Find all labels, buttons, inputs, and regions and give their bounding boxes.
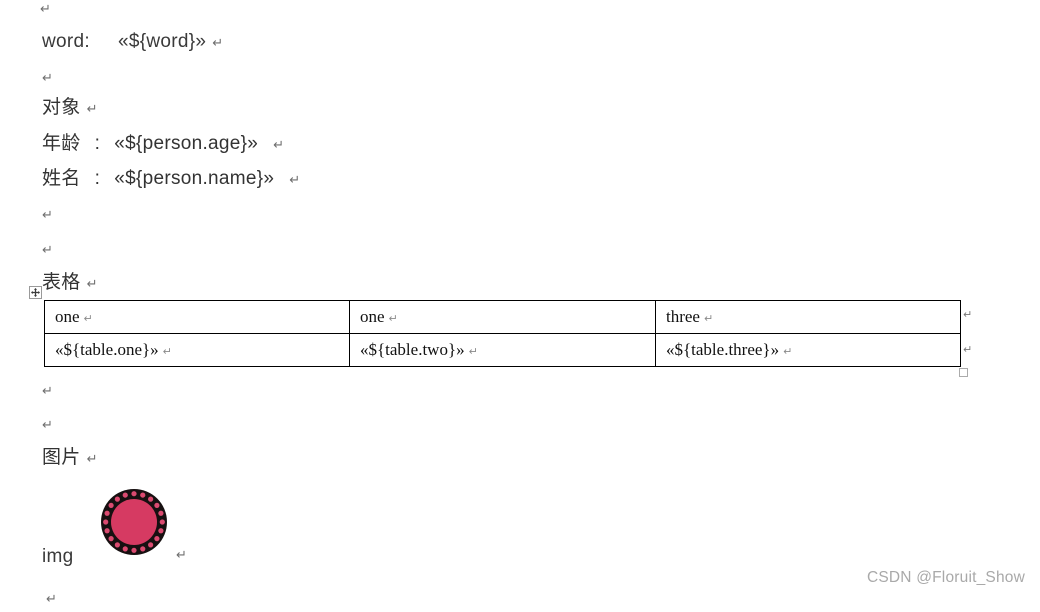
paragraph-word: word: «${word}» ↵ [42,30,223,54]
age-placeholder: «${person.age}» [114,133,259,154]
table-resize-handle[interactable] [959,368,968,377]
paragraph-mark: ↵ [40,2,52,17]
row-end-mark: ↵ [963,308,973,321]
table-cell[interactable]: three↵ [655,300,961,334]
template-table: one↵ one↵ three↵ «${table.one}»↵ «${tabl… [44,300,961,367]
cell-end-mark: ↵ [703,312,714,325]
paragraph-mark: ↵ [289,173,301,188]
paragraph-name: 姓名: «${person.name}» ↵ [42,167,301,191]
cell-text: «${table.three}» [666,340,780,359]
paragraph-age: 年龄: «${person.age}» ↵ [42,132,284,156]
empty-paragraph: ↵ [42,202,53,226]
paragraph-img-caption: img [42,545,74,569]
object-heading: 对象 [42,97,81,118]
paragraph-mark: ↵ [46,592,58,607]
table-cell[interactable]: «${table.three}»↵ [655,333,961,367]
cell-text: «${table.two}» [360,340,465,359]
paragraph-mark: ↵ [42,71,54,86]
move-cross-icon [31,288,40,297]
table-move-handle[interactable] [29,286,42,299]
empty-paragraph: ↵ [42,237,53,261]
img-caption: img [42,546,74,567]
watermark: CSDN @Floruit_Show [866,569,1025,586]
cell-text: one [360,307,385,326]
cell-end-mark: ↵ [162,345,172,358]
paragraph-object-heading: 对象 ↵ [42,96,98,120]
paragraph-image-heading: 图片 ↵ [42,446,98,470]
cell-end-mark: ↵ [83,312,93,325]
cell-text: one [55,307,80,326]
cell-end-mark: ↵ [783,345,793,358]
name-label: 姓名 [42,168,81,189]
paragraph-mark: ↵ [212,36,224,51]
colon-separator: : [94,133,101,154]
table-cell[interactable]: «${table.two}»↵ [349,333,656,367]
badge-center [111,499,157,545]
table-cell[interactable]: «${table.one}»↵ [44,333,350,367]
empty-paragraph: ↵ [42,412,53,436]
paragraph-mark: ↵ [42,243,54,258]
row-end-mark: ↵ [963,343,973,356]
table-header-row: one↵ one↵ three↵ [44,300,961,334]
word-placeholder: «${word}» [117,31,207,52]
paragraph-mark: ↵ [42,384,54,399]
empty-paragraph: ↵ [42,65,53,89]
paragraph-mark: ↵ [176,548,187,563]
paragraph-table-heading: 表格 ↵ [42,271,98,295]
table-cell[interactable]: one↵ [349,300,656,334]
cell-end-mark: ↵ [468,345,478,358]
age-label: 年龄 [42,133,81,154]
empty-paragraph: ↵ [40,0,51,20]
paragraph-mark: ↵ [86,277,98,292]
paragraph-mark: ↵ [42,208,54,223]
word-label: word: [42,31,90,52]
paragraph-mark: ↵ [86,452,98,467]
cell-end-mark: ↵ [388,312,398,325]
table-value-row: «${table.one}»↵ «${table.two}»↵ «${table… [44,333,961,367]
badge-circle-image[interactable] [100,488,168,556]
colon-separator: : [94,168,101,189]
paragraph-mark: ↵ [42,418,54,433]
paragraph-mark: ↵ [273,138,285,153]
empty-paragraph: ↵ [46,586,57,610]
table-cell[interactable]: one↵ [44,300,350,334]
cell-text: «${table.one}» [55,340,159,359]
paragraph-mark: ↵ [86,102,98,117]
table-heading: 表格 [42,272,81,293]
empty-paragraph: ↵ [42,378,53,402]
name-placeholder: «${person.name}» [114,168,275,189]
cell-text: three [666,307,700,326]
image-heading: 图片 [42,447,81,468]
badge-dots-group [103,491,165,553]
